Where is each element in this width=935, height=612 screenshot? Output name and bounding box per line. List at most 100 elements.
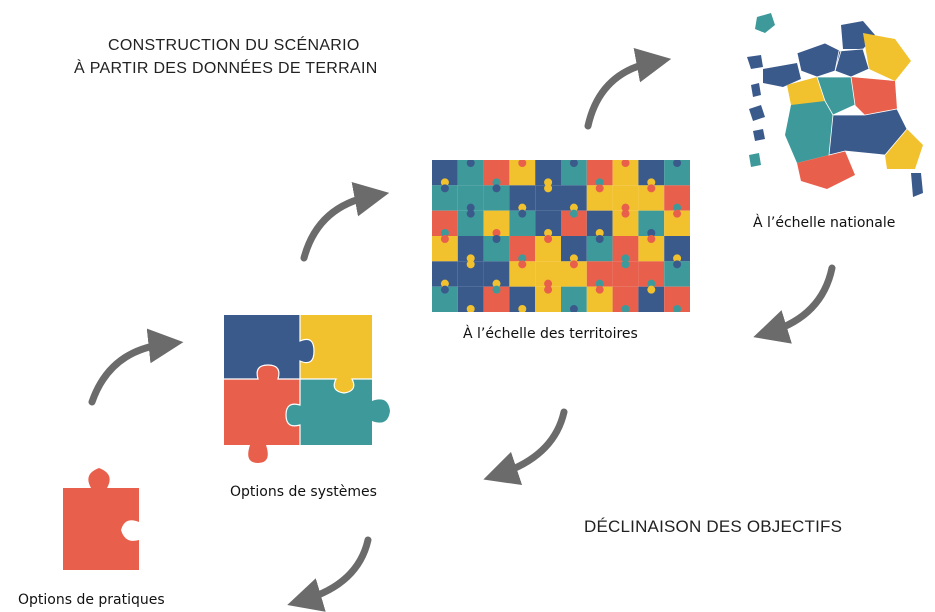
territory-knob	[673, 305, 682, 312]
territory-knob	[621, 209, 630, 218]
region-nouvelle-aquitaine	[785, 101, 833, 163]
overseas-island-6	[749, 153, 761, 167]
territory-knob	[647, 178, 656, 187]
territory-knob	[544, 235, 553, 243]
territory-knob	[647, 184, 656, 193]
territory-knob	[647, 235, 656, 243]
territory-knob	[440, 279, 449, 288]
territory-knob	[569, 209, 578, 218]
piece-red	[224, 365, 300, 463]
objectives-label: DÉCLINAISON DES OBJECTIFS	[584, 517, 843, 536]
territory-knob	[518, 305, 527, 312]
territory-knob	[673, 203, 682, 212]
systems-puzzle	[220, 313, 400, 468]
caption-territories: À l’échelle des territoires	[463, 326, 638, 342]
territory-knob	[595, 178, 604, 187]
territory-knob	[544, 279, 553, 288]
territory-knob	[647, 279, 656, 288]
territory-knob	[595, 184, 604, 193]
territory-knob	[595, 279, 604, 288]
caption-practices: Options de pratiques	[18, 592, 165, 608]
region-normandie	[797, 43, 841, 77]
territory-knob	[673, 254, 682, 263]
territory-knob	[569, 203, 578, 212]
overseas-island-2	[747, 55, 763, 69]
territory-knob	[621, 260, 630, 269]
territory-knob	[621, 254, 630, 263]
region-auvergne-rhone-alpes	[829, 109, 907, 155]
arrow-territories-to-national	[584, 47, 672, 130]
territory-knob	[673, 209, 682, 218]
overseas-island-5	[753, 129, 765, 141]
territory-knob	[492, 285, 501, 294]
arrow-territories-to-systems	[483, 408, 568, 486]
territory-knob	[595, 229, 604, 237]
territory-knob	[569, 254, 578, 263]
region-bretagne	[763, 63, 801, 87]
territory-knob	[466, 260, 475, 269]
territory-knob	[440, 184, 449, 193]
territory-knob	[569, 305, 578, 312]
territory-knob	[440, 178, 449, 187]
territory-knob	[492, 178, 501, 187]
territory-knob	[466, 203, 475, 212]
piece-blue	[224, 315, 314, 379]
territories-puzzle	[432, 160, 690, 312]
territory-knob	[492, 184, 501, 193]
territory-knob	[466, 209, 475, 218]
overseas-island-3	[751, 83, 761, 97]
region-bourgogne	[851, 77, 897, 115]
overseas-island-4	[749, 105, 765, 121]
title-line-1: CONSTRUCTION DU SCÉNARIO	[108, 37, 360, 54]
territory-knob	[518, 209, 527, 218]
region-paca	[885, 129, 923, 169]
territory-knob	[466, 254, 475, 263]
piece-yellow	[300, 315, 372, 393]
arrow-systems-to-practices	[287, 536, 372, 612]
territory-knob	[595, 235, 604, 243]
region-ile-de-france	[835, 49, 869, 77]
region-grand-est	[863, 33, 911, 81]
territory-knob	[440, 235, 449, 243]
territory-knob	[569, 260, 578, 269]
territory-knob	[621, 305, 630, 312]
territory-knob	[518, 203, 527, 212]
territory-knob	[673, 160, 682, 167]
territory-knob	[647, 285, 656, 294]
territory-knob	[673, 260, 682, 269]
territory-knob	[492, 279, 501, 288]
region-centre	[817, 77, 855, 115]
region-corse	[911, 173, 923, 197]
piece-practice	[63, 468, 139, 570]
territory-knob	[518, 260, 527, 269]
territory-knob	[544, 184, 553, 193]
territory-knob	[544, 178, 553, 187]
arrow-national-to-territories	[753, 264, 836, 344]
caption-national: À l’échelle nationale	[753, 215, 896, 231]
territory-knob	[595, 285, 604, 294]
territory-knob	[466, 160, 475, 167]
territory-knob	[492, 229, 501, 237]
territory-knob	[440, 229, 449, 237]
france-map	[735, 5, 935, 205]
region-occitanie	[797, 151, 855, 189]
territory-knob	[518, 160, 527, 167]
territory-knob	[621, 203, 630, 212]
overseas-island-1	[755, 13, 775, 33]
arrow-systems-to-territories	[300, 181, 390, 262]
territory-knob	[621, 160, 630, 167]
territory-knob	[466, 305, 475, 312]
territory-knob	[569, 160, 578, 167]
territory-knob	[518, 254, 527, 263]
territory-knob	[544, 229, 553, 237]
territory-knob	[440, 285, 449, 294]
title-line-2: À PARTIR DES DONNÉES DE TERRAIN	[74, 60, 378, 77]
arrow-practices-to-systems	[88, 328, 184, 406]
territory-knob	[647, 229, 656, 237]
caption-systems: Options de systèmes	[230, 484, 377, 500]
practices-piece	[55, 456, 150, 576]
territory-knob	[544, 285, 553, 294]
piece-teal	[286, 379, 390, 445]
territory-knob	[492, 235, 501, 243]
